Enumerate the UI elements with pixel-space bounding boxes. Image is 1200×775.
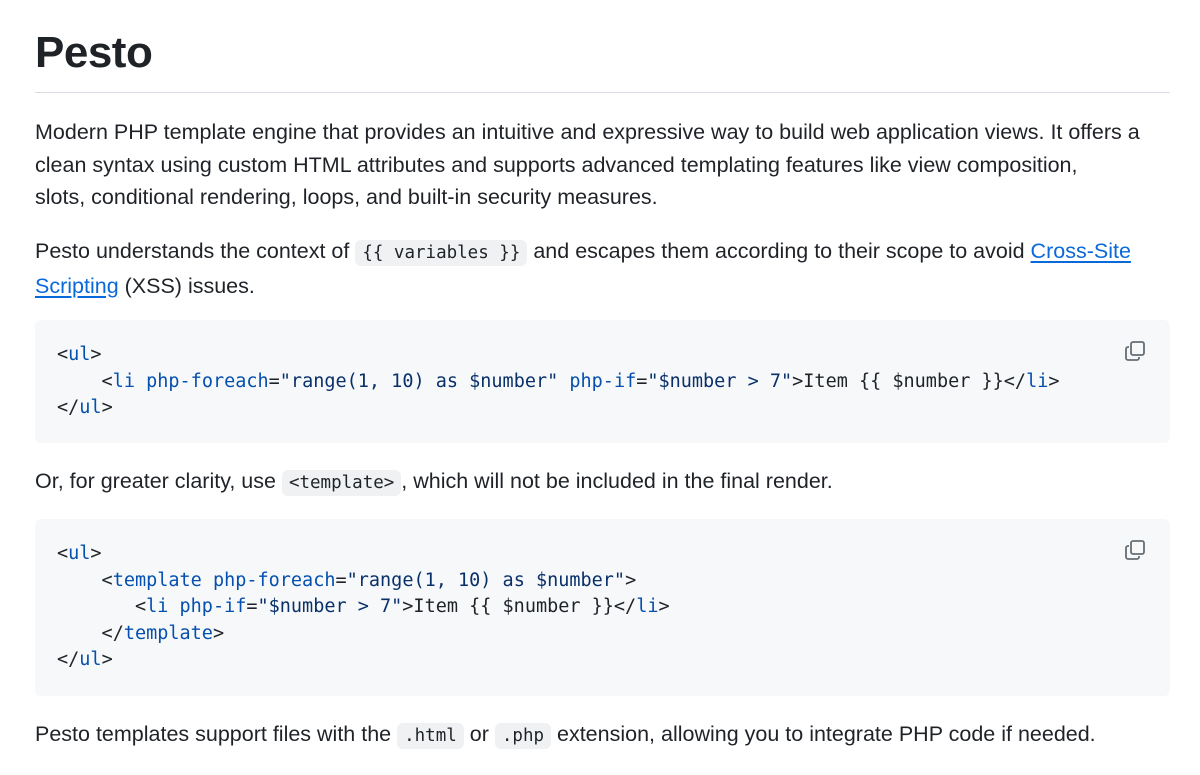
inline-code-php: .php — [494, 723, 552, 749]
code-block-2-line: <template php-foreach="range(1, 10) as $… — [57, 569, 637, 591]
title-divider — [35, 92, 1170, 93]
copy-button[interactable] — [1122, 537, 1148, 563]
context-paragraph: Pesto understands the context of {{ vari… — [35, 235, 1175, 302]
context-text-after: (XSS) issues. — [118, 273, 255, 298]
context-text-middle: and escapes them according to their scop… — [527, 239, 1031, 263]
code-token: li — [1026, 370, 1049, 392]
code-token: > — [90, 344, 102, 365]
code-token — [135, 371, 146, 392]
code-token: = — [636, 370, 648, 392]
intro-line-3: slots, conditional rendering, loops, and… — [35, 185, 658, 209]
code-block-2: <ul> <template php-foreach="range(1, 10)… — [35, 519, 1170, 696]
code-block-1-content: <ul> <li php-foreach="range(1, 10) as $n… — [57, 342, 1059, 422]
code-token: </ — [57, 397, 80, 418]
intro-line-2: clean syntax using custom HTML attribute… — [35, 152, 1078, 177]
code-token: < — [57, 370, 113, 392]
code-token: php-foreach — [212, 569, 336, 591]
inline-code-variables: {{ variables }} — [355, 240, 528, 266]
code-block-1-line: </ul> — [57, 397, 113, 418]
code-token: < — [57, 543, 69, 564]
code-block-2-line: </ul> — [57, 649, 113, 670]
code-token — [202, 570, 213, 591]
page-title: Pesto — [35, 28, 153, 77]
code-token: li — [112, 370, 135, 392]
code-block-2-content: <ul> <template php-foreach="range(1, 10)… — [57, 541, 670, 674]
inline-code-html: .html — [397, 723, 464, 749]
code-token: ul — [68, 344, 91, 365]
copy-button[interactable] — [1122, 338, 1148, 364]
code-token: >Item {{ $number }}</ — [402, 596, 637, 617]
code-token: php-foreach — [146, 370, 269, 392]
code-token: php-if — [569, 370, 637, 392]
copy-icon — [1125, 540, 1145, 560]
code-token: php-if — [179, 596, 247, 617]
intro-line-1: Modern PHP template engine that provides… — [35, 120, 1140, 144]
code-block-1-line: <ul> — [57, 344, 102, 365]
code-token: < — [57, 596, 147, 617]
code-block-2-line: </template> — [57, 622, 225, 644]
copy-icon — [1125, 341, 1145, 361]
code-token: template — [123, 622, 213, 644]
code-token: ul — [79, 397, 102, 418]
code-block-2-line: <ul> — [57, 543, 102, 564]
code-token: ul — [79, 649, 102, 670]
code-token: = — [268, 370, 280, 392]
code-token: "$number > 7" — [257, 596, 403, 617]
code-token: "range(1, 10) as $number" — [346, 569, 626, 591]
inline-code-template: <template> — [281, 470, 402, 496]
extensions-paragraph: Pesto templates support files with the .… — [35, 718, 1175, 753]
extensions-text-middle: or — [463, 722, 495, 746]
code-token: "range(1, 10) as $number" — [279, 370, 559, 392]
code-token: ul — [68, 543, 91, 564]
code-token: </ — [57, 622, 124, 644]
context-text-before: Pesto understands the context of — [35, 239, 356, 263]
code-token: < — [57, 569, 113, 591]
code-block-2-line: <li php-if="$number > 7">Item {{ $number… — [57, 596, 670, 617]
code-token: > — [101, 649, 113, 670]
code-block-1: <ul> <li php-foreach="range(1, 10) as $n… — [35, 320, 1170, 443]
code-token: > — [1048, 370, 1060, 392]
code-token: </ — [57, 649, 80, 670]
code-token — [558, 371, 569, 392]
code-token: >Item {{ $number }}</ — [792, 370, 1027, 392]
clarity-text-after: , which will not be included in the fina… — [401, 469, 833, 493]
code-token: > — [212, 622, 225, 644]
clarity-text-before: Or, for greater clarity, use — [35, 469, 282, 493]
code-token: < — [57, 344, 69, 365]
code-token: li — [636, 596, 659, 617]
extensions-text-before: Pesto templates support files with the — [35, 722, 398, 746]
code-token: > — [658, 596, 670, 617]
code-token: > — [101, 397, 113, 418]
code-token: li — [146, 596, 169, 617]
code-token — [168, 596, 179, 617]
code-token: template — [112, 569, 202, 591]
code-token: > — [625, 569, 637, 591]
code-token: "$number > 7" — [647, 370, 793, 392]
code-token: = — [246, 596, 258, 617]
code-block-1-line: <li php-foreach="range(1, 10) as $number… — [57, 370, 1060, 392]
code-token: = — [335, 569, 347, 591]
extensions-text-after: extension, allowing you to integrate PHP… — [551, 722, 1096, 746]
code-token: > — [90, 543, 102, 564]
intro-paragraph: Modern PHP template engine that provides… — [35, 116, 1175, 214]
clarity-paragraph: Or, for greater clarity, use <template>,… — [35, 465, 1175, 500]
